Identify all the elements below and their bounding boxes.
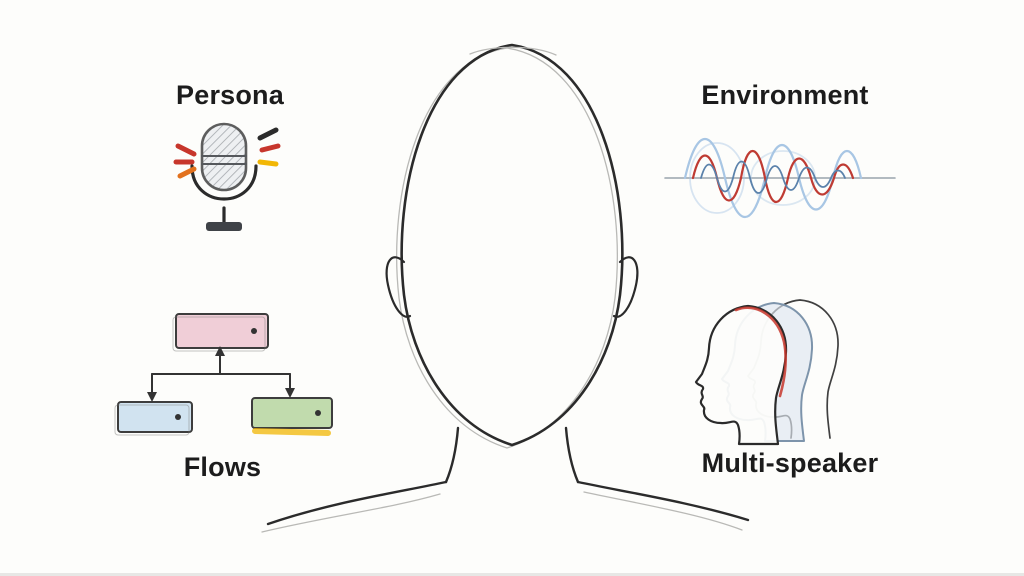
overlapping-heads-icon [694, 299, 839, 446]
mic-base [206, 222, 242, 231]
flow-box-right-dot [315, 410, 321, 416]
flow-box-left-dot [175, 414, 181, 420]
flow-box-top [175, 313, 269, 349]
flow-box-right [251, 397, 333, 429]
accent-dash-left-1 [175, 143, 197, 157]
mic-holder [190, 164, 258, 201]
crown-ghost [469, 46, 557, 56]
head-outline [400, 43, 624, 447]
sound-waveform-icon [664, 137, 896, 219]
arrowhead-down-left [147, 392, 157, 402]
arrowhead-up [215, 346, 225, 356]
microphone-icon [173, 122, 281, 231]
multi-speaker-label: Multi-speaker [701, 448, 879, 478]
accent-dash-right-3 [257, 159, 279, 167]
wave-blue [700, 160, 846, 194]
accent-dash-right-1 [257, 127, 279, 141]
profile-red-accent [734, 306, 787, 398]
shoulder-right [576, 480, 750, 522]
right-ear [612, 256, 639, 318]
arrowhead-down-right [285, 388, 295, 398]
bottom-edge-line [0, 573, 1024, 576]
flow-box-left-ghost [114, 404, 190, 436]
flow-box-top-dot [251, 328, 257, 334]
flows-label: Flows [183, 452, 262, 482]
flowchart-icon [114, 313, 333, 436]
flow-box-left [117, 401, 193, 433]
environment-label: Environment [701, 80, 869, 110]
shoulder-right-ghost [583, 491, 743, 531]
accent-dash-right-2 [259, 143, 281, 153]
neck-left [444, 426, 460, 484]
persona-label: Persona [176, 80, 284, 110]
neck-right [564, 426, 580, 484]
shoulder-left [266, 480, 448, 526]
head-outline-ghost [396, 47, 618, 449]
left-ear [385, 256, 412, 318]
profile-front [694, 304, 788, 446]
accent-dash-left-3 [177, 166, 197, 179]
wave-loop-1 [689, 142, 745, 214]
shoulder-left-ghost [261, 493, 441, 533]
flow-box-right-underline [252, 428, 331, 436]
